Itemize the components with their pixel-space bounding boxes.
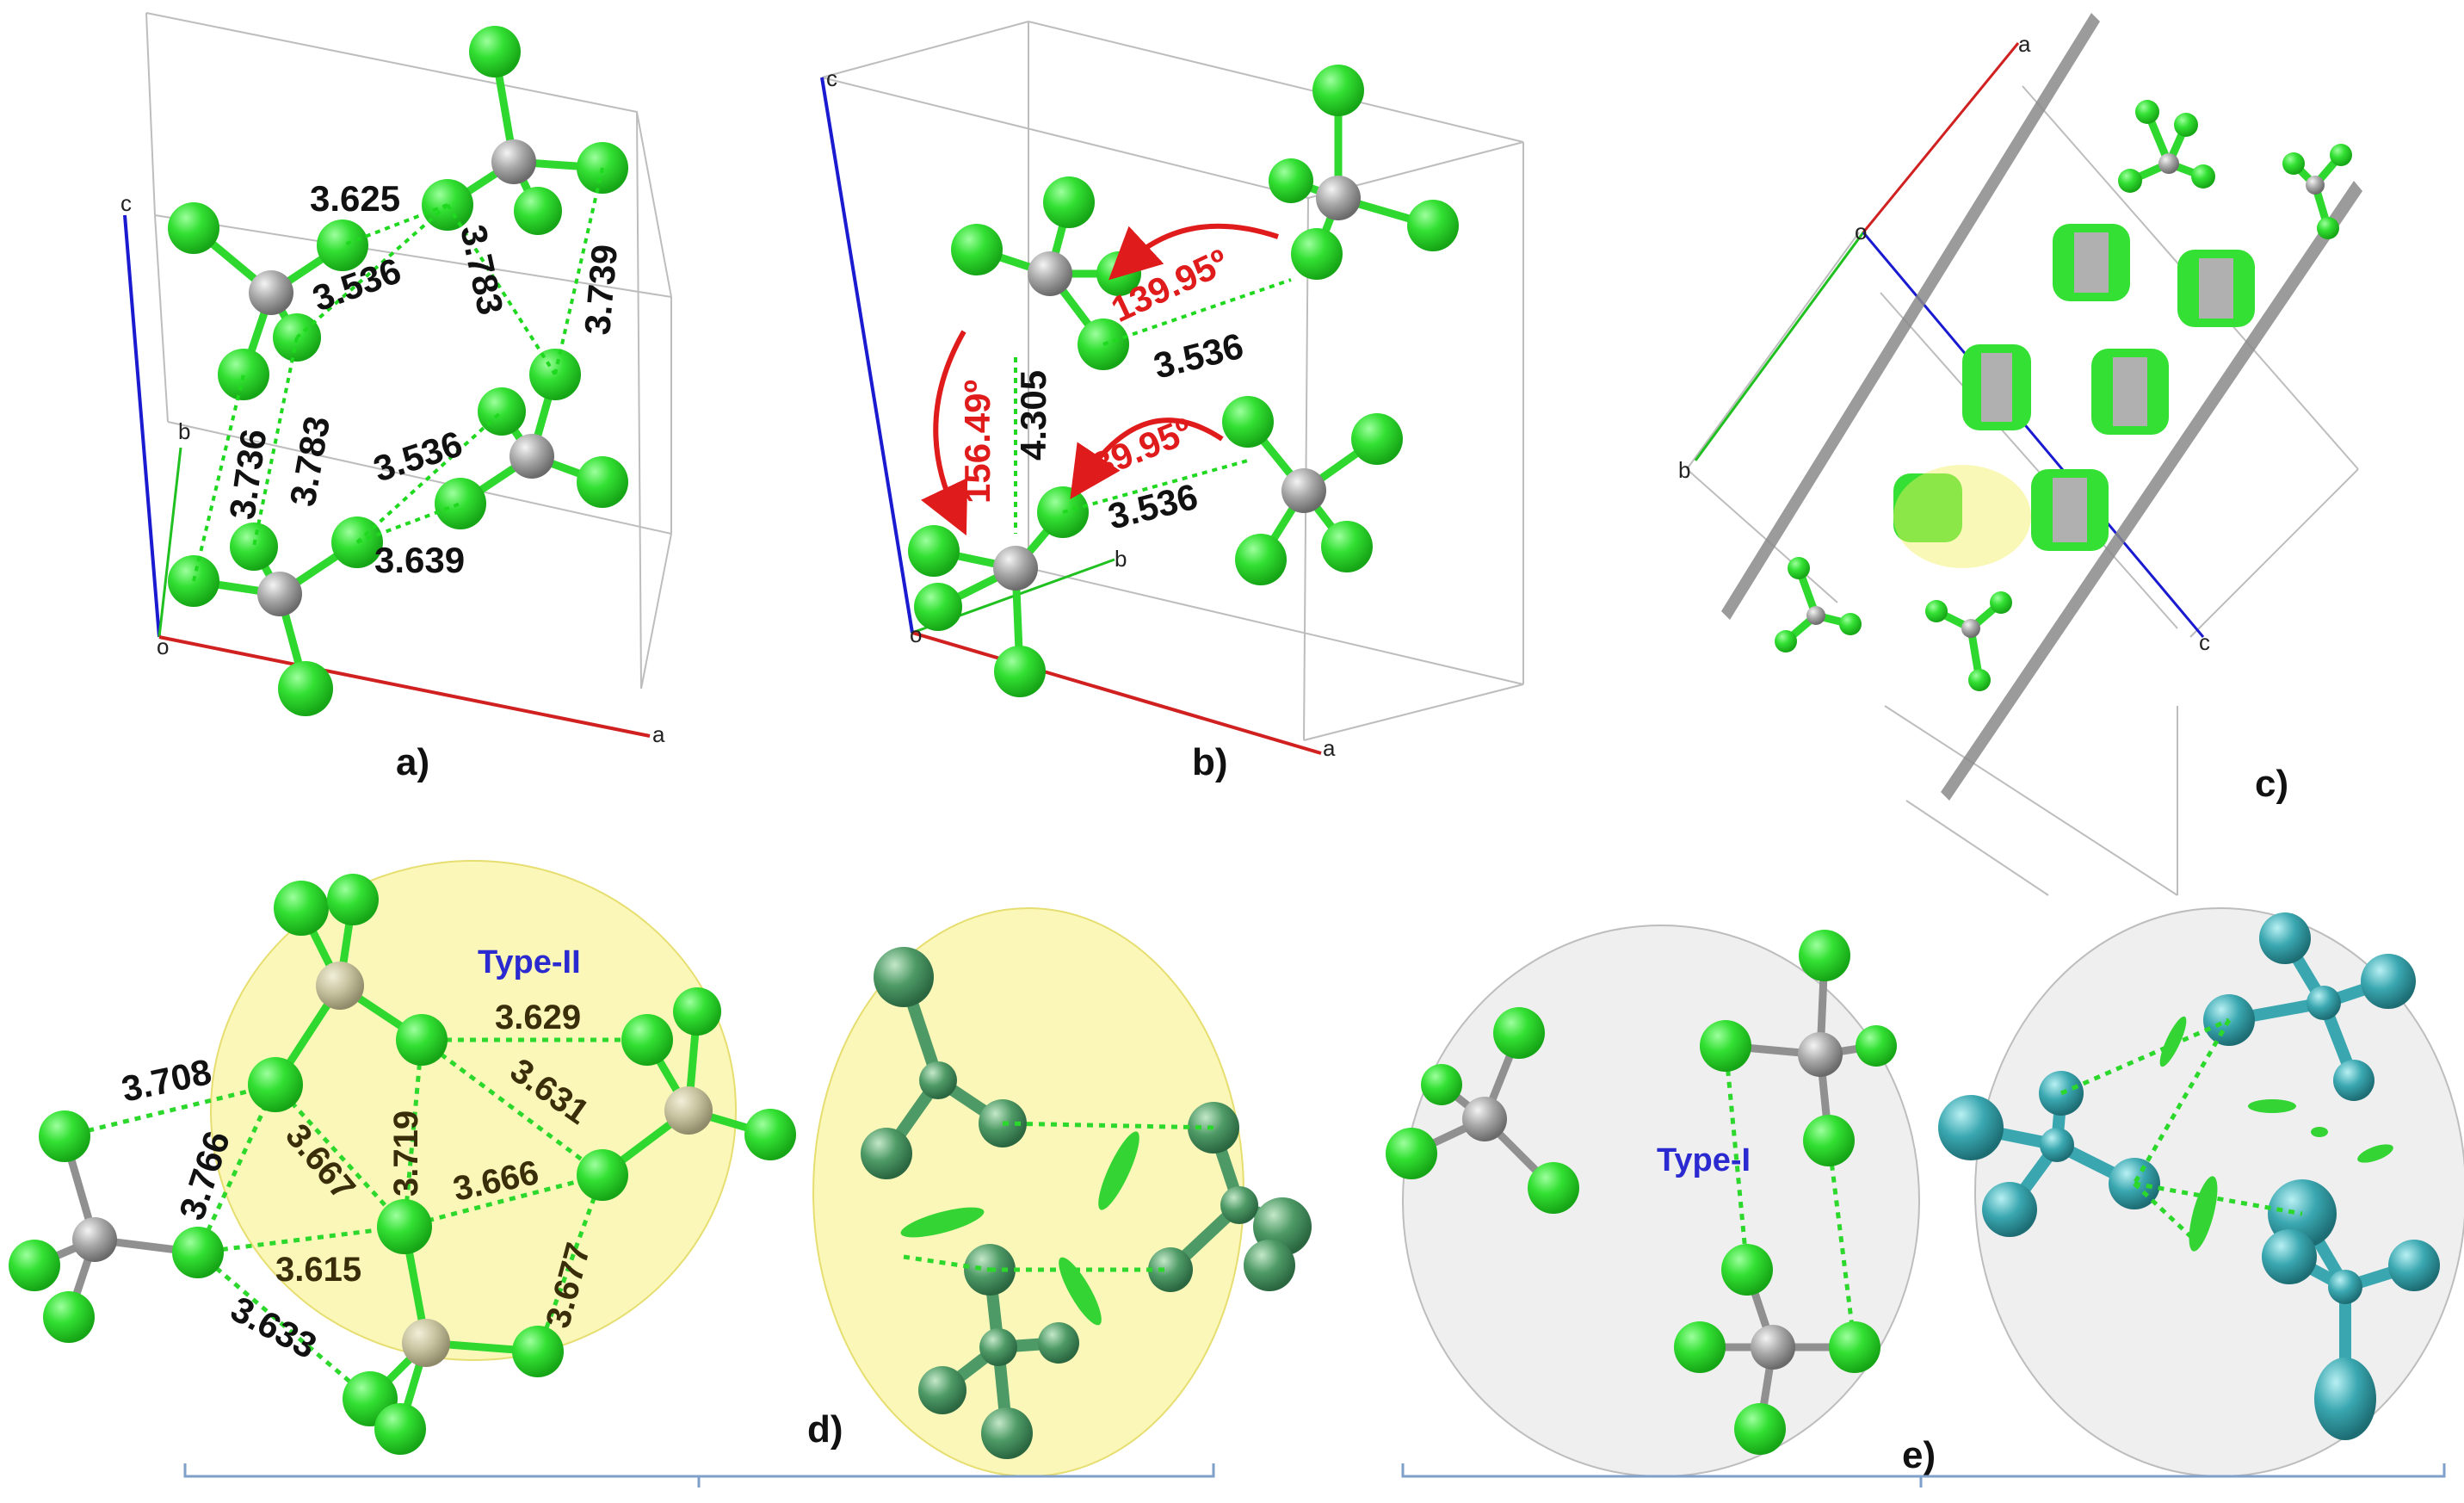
- distance-label: 3.783: [453, 221, 511, 319]
- angle-arrows-b: [921, 223, 1279, 536]
- distance-label: 3.629: [495, 999, 581, 1036]
- contacts-b: [1014, 278, 1292, 534]
- molecules-d: [9, 874, 796, 1455]
- molecules-a: [168, 26, 628, 716]
- distance-label: 3.783: [282, 413, 338, 510]
- distance-label: 3.719: [387, 1110, 425, 1197]
- hirshfeld-surface-d: [861, 947, 1312, 1459]
- axis-label-b: b: [178, 418, 190, 444]
- angle-label: 156.49º: [957, 380, 997, 504]
- axis-label-c: c: [826, 65, 837, 91]
- highlight-circle-e: [1402, 925, 1920, 1477]
- unit-cell-a: [145, 12, 672, 690]
- axis-label-b: b: [1115, 546, 1127, 572]
- interaction-type-label-d: Type-II: [478, 944, 581, 980]
- panel-e: Type-I: [1386, 907, 2464, 1488]
- bracket-e: [1401, 1463, 2446, 1488]
- bracket-d: [183, 1463, 1215, 1488]
- axis-label-c: c: [2199, 629, 2210, 655]
- contacts-a: [192, 167, 604, 582]
- molecules-b: [908, 65, 1459, 697]
- panel-d: 3.708 3.766 3.629 3.631 3.719 3.667 3.66…: [9, 860, 1312, 1488]
- axis-label-a: a: [2018, 31, 2031, 57]
- distance-label: 3.625: [310, 178, 400, 219]
- panel-label-a: a): [396, 741, 429, 783]
- axis-label-a: a: [652, 721, 665, 747]
- molecules-e: [1386, 930, 1897, 1455]
- distance-label: 3.736: [221, 427, 274, 523]
- distance-label: 3.708: [118, 1051, 215, 1110]
- panel-c: a o b c: [1678, 13, 2362, 896]
- distance-label: 3.739: [577, 243, 625, 337]
- axis-label-a: a: [1323, 735, 1336, 761]
- axis-label-o: o: [910, 622, 922, 647]
- panel-a: c b o a: [120, 12, 672, 783]
- panel-label-b: b): [1192, 741, 1228, 783]
- panel-label-e: e): [1902, 1434, 1936, 1476]
- axis-label-c: c: [120, 190, 132, 216]
- panel-label-d: d): [807, 1408, 843, 1450]
- highlight-circle-surface-d: [812, 907, 1244, 1477]
- distance-label: 3.536: [1150, 325, 1247, 387]
- axes-b: c b o a: [820, 65, 1336, 761]
- distance-label: 3.536: [1104, 476, 1201, 537]
- axis-label-o: o: [157, 634, 169, 659]
- contacts-d: [64, 1037, 647, 1401]
- hirshfeld-surface-e: [1938, 912, 2440, 1440]
- molecules-c: [1775, 100, 2352, 691]
- layer-planes-c: [1721, 13, 2362, 801]
- unit-cell-b: [821, 21, 1524, 741]
- axis-label-b: b: [1678, 457, 1690, 483]
- panel-b: c b o a: [820, 21, 1524, 783]
- highlight-ellipse-c: [1893, 465, 2031, 568]
- contacts-e: [1723, 1045, 1857, 1348]
- interaction-type-label-e: Type-I: [1657, 1142, 1751, 1178]
- distance-label: 3.639: [374, 540, 465, 580]
- stacked-column: [1893, 224, 2255, 551]
- axis-label-o: o: [1855, 219, 1867, 244]
- distance-label: 3.615: [275, 1251, 361, 1289]
- axes-a: c b o a: [120, 190, 665, 747]
- distance-label: 4.305: [1013, 370, 1053, 461]
- panel-label-c: c): [2255, 763, 2288, 805]
